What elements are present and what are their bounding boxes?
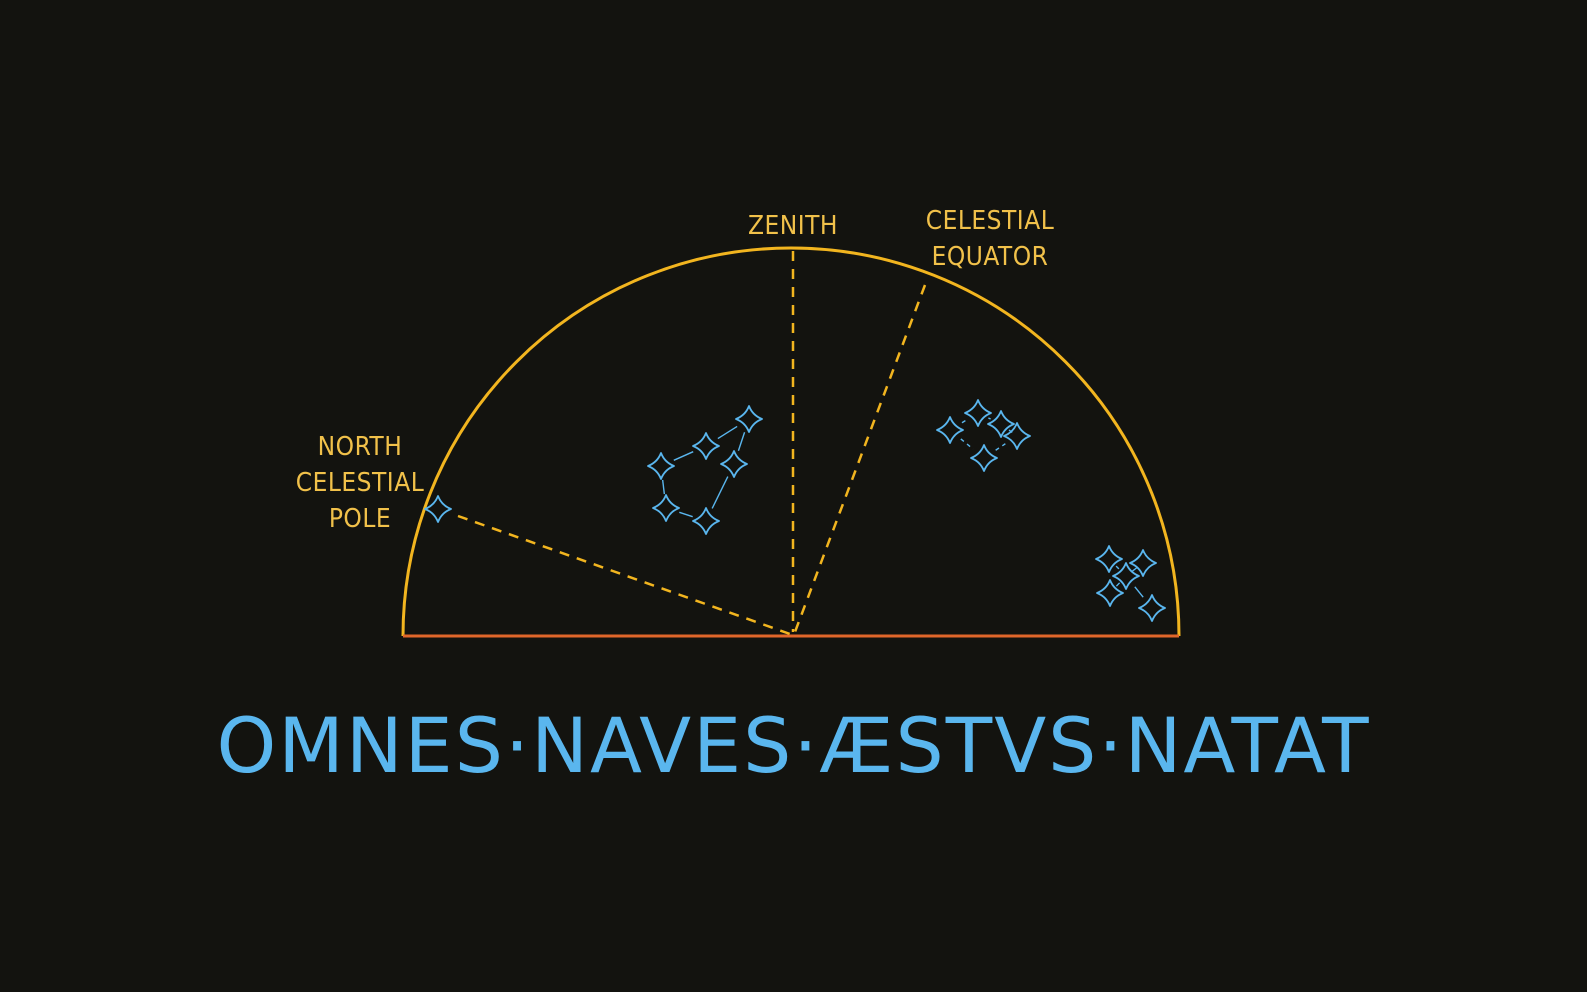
left-asterism-link-1 [717,425,738,440]
right-asterism-star-icon-1 [1095,545,1123,573]
right-asterism-star-icon-3 [1112,562,1140,590]
left-asterism-link-6 [711,476,729,509]
north-celestial-pole-star-icon [424,495,452,523]
celestial-equator-line [793,284,927,633]
right-asterism-star-icon-2 [1129,549,1157,577]
right-asterism-link-4 [1134,586,1144,598]
motto-text: OMNES·NAVES·ÆSTVS·NATAT [216,701,1371,790]
stars-layer [424,399,1166,622]
left-asterism-link-2 [737,432,746,451]
north-celestial-pole-line-2: CELESTIAL [295,468,425,498]
left-asterism-star-icon-2 [692,432,720,460]
middle-asterism-link-5 [995,443,1006,451]
middle-asterism-star-icon-4 [1003,422,1031,450]
right-asterism-link-3 [1115,582,1121,587]
north-celestial-pole-line [457,514,791,636]
middle-asterism-link-1 [961,419,967,424]
sky-dome-arc [401,246,1181,637]
left-asterism-link-5 [679,511,693,518]
right-asterism-link-2 [1131,566,1138,573]
right-asterism-star-icon-5 [1138,594,1166,622]
middle-asterism-star-icon-2 [936,416,964,444]
left-asterism-star-icon-6 [692,507,720,535]
celestial-equator-line-2: EQUATOR [931,242,1049,272]
left-asterism-link-3 [673,451,694,461]
left-asterism-star-icon-5 [652,494,680,522]
left-asterism-star-icon-3 [720,450,748,478]
north-celestial-pole-line-3: POLE [328,504,392,534]
middle-asterism-star-icon-1 [964,399,992,427]
middle-asterism-star-icon-5 [970,444,998,472]
right-asterism-link-1 [1115,565,1120,570]
left-asterism-star-icon-4 [647,452,675,480]
middle-asterism-link-2 [988,417,991,420]
left-asterism-star-icon-1 [735,405,763,433]
middle-asterism-star-icon-3 [987,410,1015,438]
right-asterism-star-icon-4 [1096,579,1124,607]
north-celestial-pole-label: NORTH CELESTIAL POLE [290,429,430,537]
celestial-equator-label: CELESTIAL EQUATOR [910,203,1070,275]
zenith-label: ZENITH [733,208,853,244]
north-celestial-pole-line-1: NORTH [317,432,403,462]
celestial-equator-line-1: CELESTIAL [925,206,1055,236]
zenith-text: ZENITH [747,211,839,241]
middle-asterism-link-4 [960,438,974,450]
left-asterism-link-4 [661,479,666,495]
